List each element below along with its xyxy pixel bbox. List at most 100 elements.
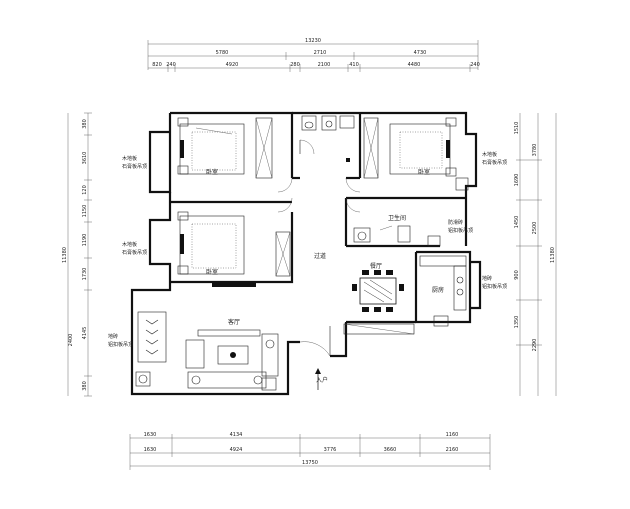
left-segment-dimension: 3610 xyxy=(82,152,88,165)
toilet xyxy=(301,115,317,131)
chair xyxy=(374,307,381,312)
plants xyxy=(145,319,159,355)
bedroom-top-left: 卧室 xyxy=(177,117,273,179)
left-segment-dimension: 380 xyxy=(82,381,88,391)
sofa xyxy=(187,371,267,389)
right-segment-dimension: 900 xyxy=(514,270,520,280)
bedroom-top-right: 卧室 xyxy=(363,117,469,191)
door-swing xyxy=(299,139,315,155)
living-room: 客厅 xyxy=(185,318,279,391)
left-segment-dimension: 2400 xyxy=(68,334,74,347)
bottom-total-dimension: 13750 xyxy=(302,460,318,466)
headboard xyxy=(180,234,184,254)
armchair xyxy=(185,339,205,369)
left-segment-dimension: 380 xyxy=(82,119,88,129)
nightstand xyxy=(177,211,189,221)
toilet-bowl xyxy=(304,121,314,129)
bed-cover xyxy=(399,131,443,169)
wardrobe xyxy=(363,117,379,179)
stove-burner xyxy=(456,288,464,296)
sideboard-cross xyxy=(343,323,415,335)
basin-drain xyxy=(325,120,333,128)
room-label: 餐厅 xyxy=(370,262,382,270)
chair xyxy=(399,284,404,291)
wardrobe xyxy=(255,117,273,179)
room-label: 卫生间 xyxy=(388,214,406,222)
nightstand xyxy=(177,265,189,275)
top-segment-dimension: 5780 xyxy=(216,50,229,56)
desk xyxy=(455,177,469,191)
bottom-lower-dimension: 1630 xyxy=(144,447,157,453)
bed xyxy=(179,215,245,275)
annotation-text: 木地板 xyxy=(482,151,497,158)
left-segment-dimension: 1190 xyxy=(82,234,88,247)
fridge xyxy=(433,315,449,327)
cushion xyxy=(253,375,263,385)
plant-shelf xyxy=(137,311,167,363)
top-detail-dimension: 4920 xyxy=(226,62,239,68)
left-segment-dimension: 1150 xyxy=(82,205,88,218)
annotation-text: 铝扣板吊顶 xyxy=(448,227,473,234)
wall xyxy=(170,111,294,178)
top-detail-dimension: 410 xyxy=(349,62,359,68)
left-dimensions: 11380 380 3610 120 1150 1190 1730 4145 3… xyxy=(62,112,92,397)
table-glass xyxy=(363,279,393,303)
right-segment-dimension: 1690 xyxy=(514,174,520,187)
annotation-text: 防滑砖 xyxy=(448,219,463,226)
room-label: 卧室 xyxy=(206,168,218,176)
wardrobe xyxy=(275,231,291,277)
annotation-text: 铝扣板吊顶 xyxy=(482,283,507,290)
door-swing xyxy=(345,197,361,213)
bottom-lower-dimension: 2160 xyxy=(446,447,459,453)
washing-machine xyxy=(135,371,151,387)
annotations: 木地板 石膏板吊顶 木地板 石膏板吊顶 地砖 铝扣板吊顶 木地板 石膏板吊顶 防… xyxy=(108,151,507,348)
right-segment-dimension: 2290 xyxy=(532,339,538,352)
bed xyxy=(179,123,245,175)
right-segment-dimension: 1510 xyxy=(514,122,520,135)
coffee-table xyxy=(217,345,249,365)
washbasin xyxy=(321,115,337,131)
side-sofa xyxy=(261,333,279,377)
room-label: 卧室 xyxy=(418,168,430,176)
wall xyxy=(148,113,172,194)
top-total-dimension: 13230 xyxy=(305,38,321,44)
annotation-text: 石膏板吊顶 xyxy=(482,159,507,166)
blanket-fold xyxy=(195,127,233,135)
top-detail-dimension: 280 xyxy=(290,62,300,68)
top-segment-dimension: 2710 xyxy=(314,50,327,56)
washer-drum xyxy=(138,374,148,384)
top-detail-dimension: 2100 xyxy=(318,62,331,68)
lamp xyxy=(265,339,275,349)
bottom-lower-dimension: 3660 xyxy=(384,447,397,453)
door-leaf xyxy=(379,225,393,231)
balcony xyxy=(135,311,167,387)
room-label: 客厅 xyxy=(228,318,240,326)
sideboard xyxy=(343,323,415,335)
nightstand xyxy=(445,167,457,177)
chair xyxy=(362,307,369,312)
room-label: 入户 xyxy=(316,376,328,384)
toilet xyxy=(397,225,411,243)
right-segment-dimension: 3780 xyxy=(532,144,538,157)
top-detail-dimension: 240 xyxy=(470,62,480,68)
washing-machine xyxy=(427,235,441,247)
wall xyxy=(330,322,348,358)
stove-burner xyxy=(456,276,464,284)
side-table xyxy=(261,377,277,391)
chair xyxy=(386,270,393,275)
wardrobe-cross xyxy=(363,117,379,179)
wall xyxy=(360,111,478,196)
washbasin xyxy=(353,227,371,243)
walls xyxy=(130,111,482,396)
wardrobe-cross xyxy=(255,117,273,179)
entrance: 入户 xyxy=(299,326,331,390)
dining: 餐厅 xyxy=(343,262,415,335)
room-label: 过道 xyxy=(314,252,326,260)
chair xyxy=(374,270,381,275)
bottom-dimensions: 1630 4134 1160 1630 4924 3776 3660 2160 … xyxy=(129,432,491,470)
bottom-upper-dimension: 4134 xyxy=(230,432,243,438)
wall xyxy=(170,212,294,284)
bottom-upper-dimension: 1630 xyxy=(144,432,157,438)
